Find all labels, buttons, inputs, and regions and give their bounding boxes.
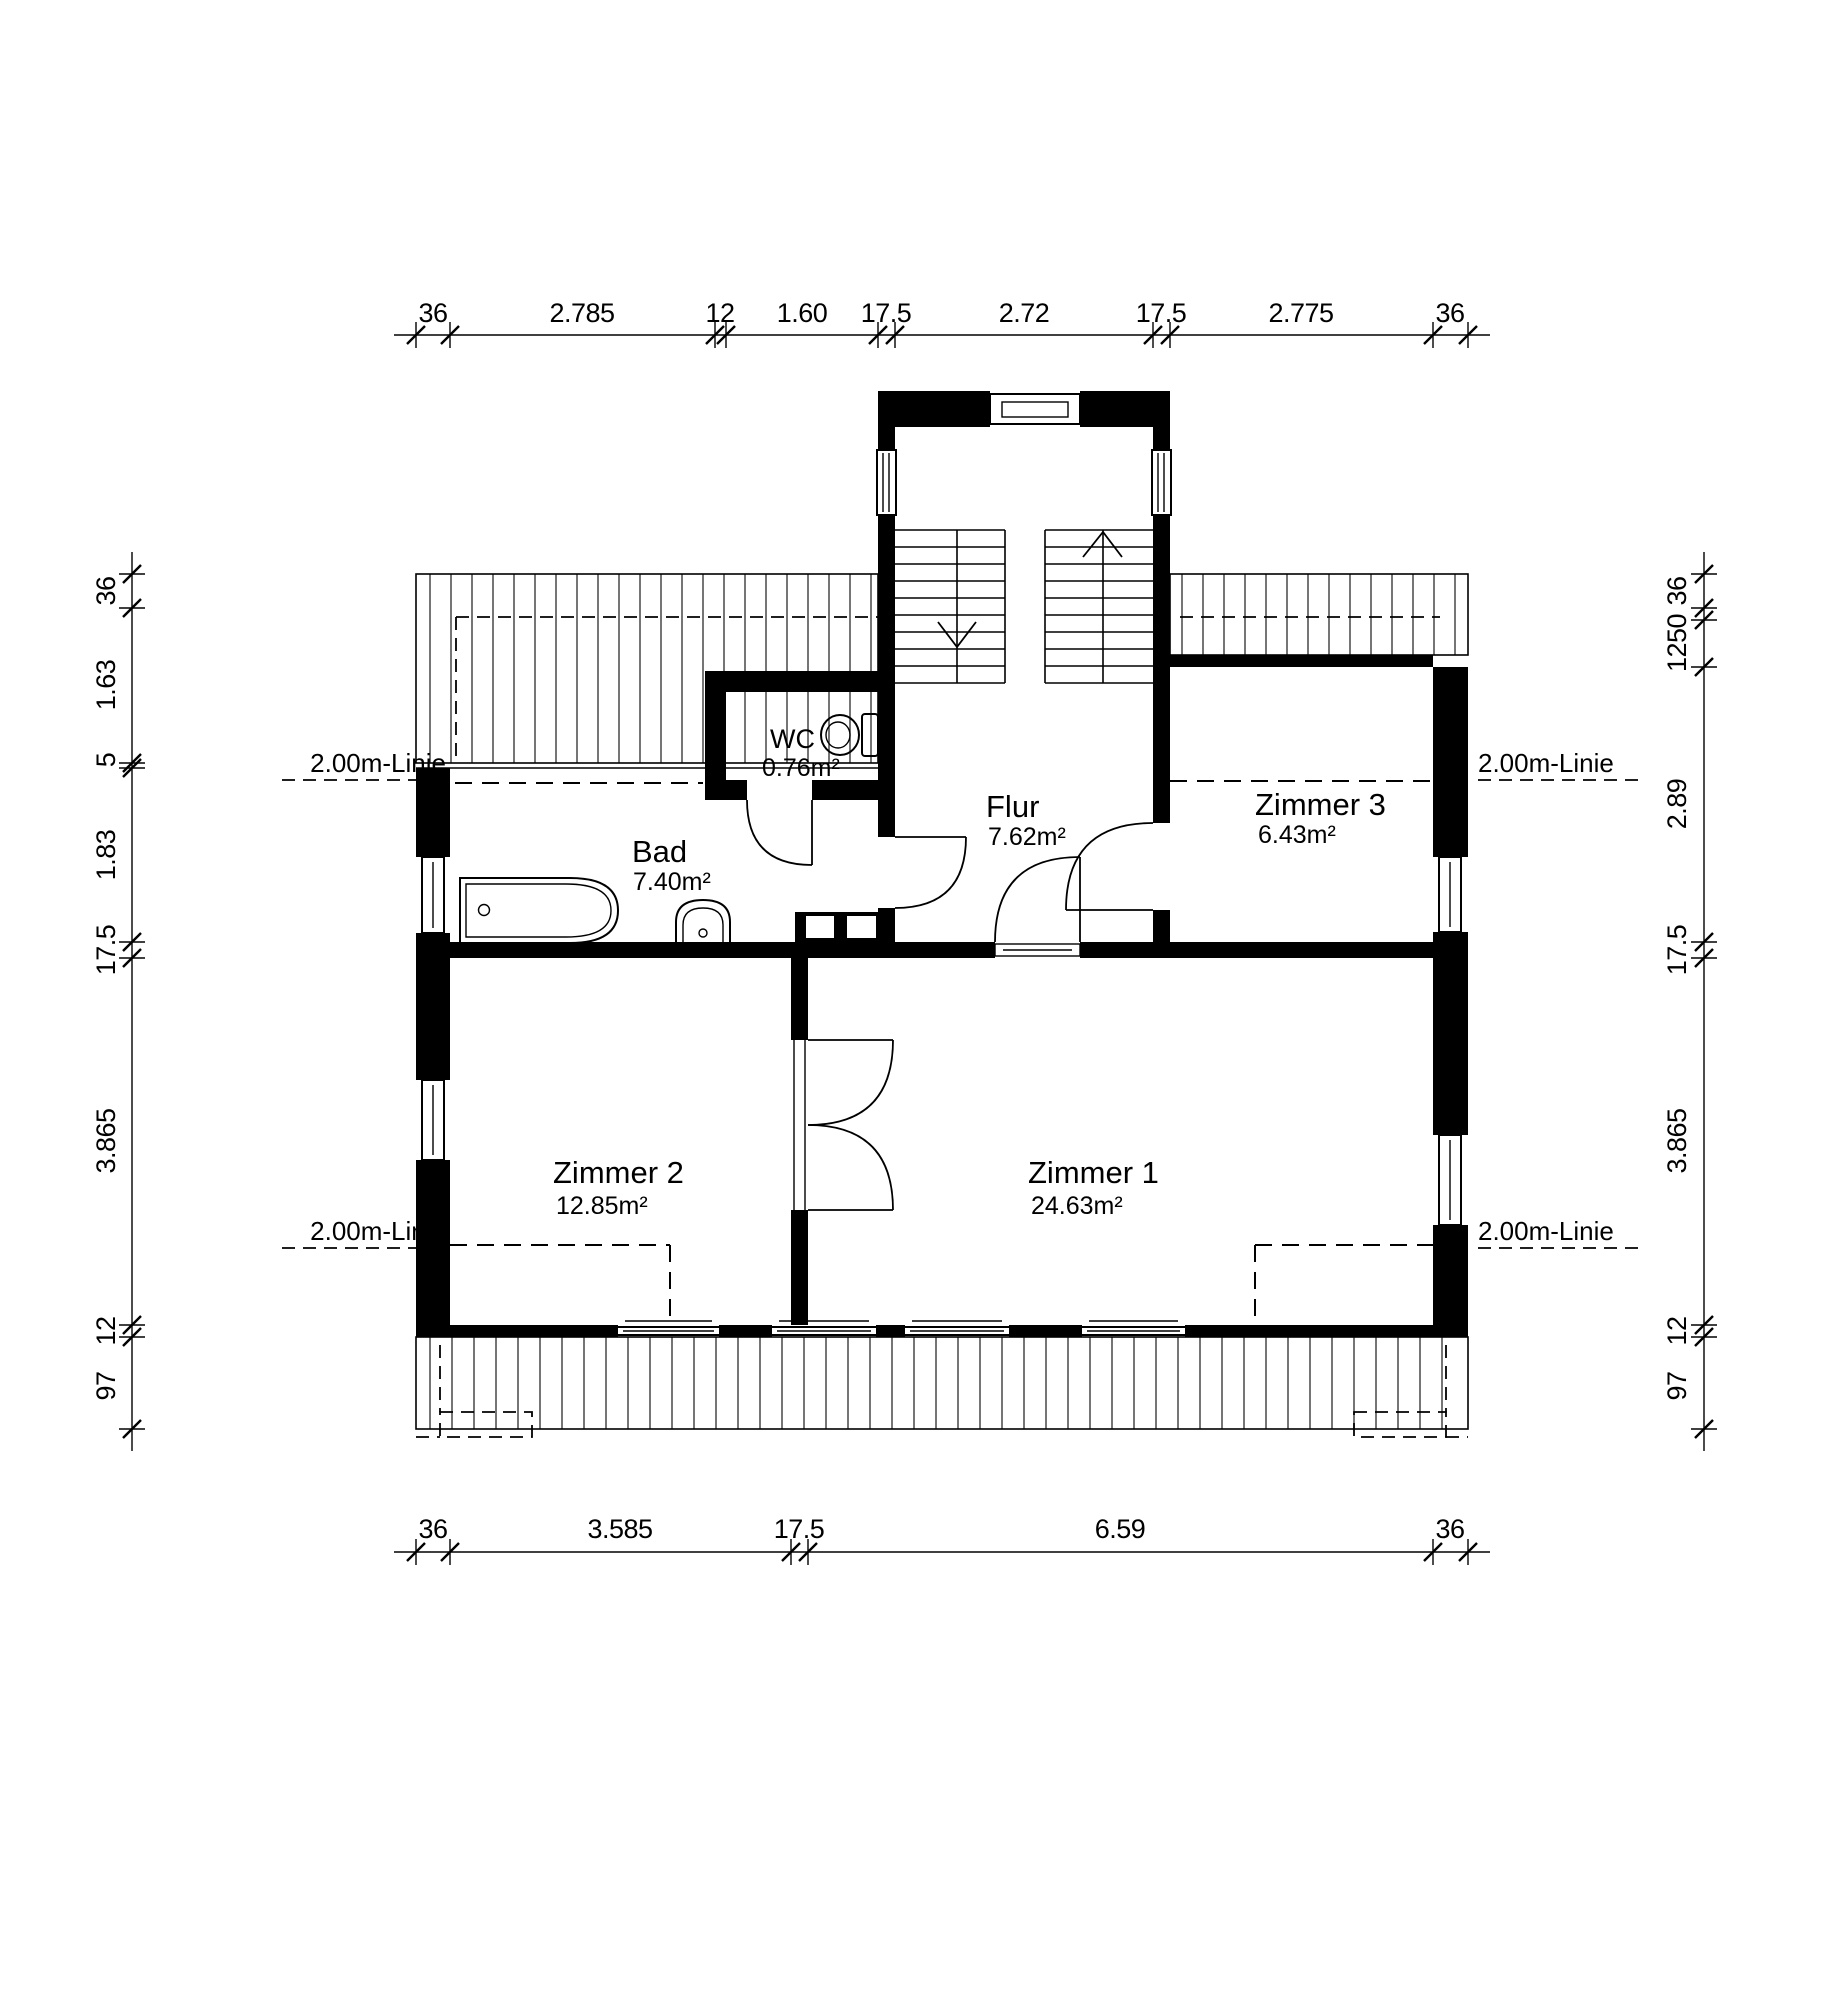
door-flur-zimmer3 (1065, 822, 1154, 911)
dim-left-6: 12 (91, 1316, 121, 1345)
dim-left-3: 1.83 (91, 830, 121, 881)
dim-bottom-2: 17.5 (774, 1514, 825, 1544)
dim-right-3: 17.5 (1662, 925, 1692, 976)
dim-right-0: 36 (1662, 576, 1692, 605)
dim-left-1: 1.63 (91, 660, 121, 711)
chimney-block (795, 912, 886, 942)
dim-top-6: 17.5 (1136, 298, 1187, 328)
dim-top-4: 17.5 (861, 298, 912, 328)
room-area-bad: 7.40m² (633, 868, 711, 896)
dim-right-1: 1250 (1662, 614, 1692, 672)
roof-hatch-bottom (429, 1337, 1443, 1429)
room-area-zimmer2: 12.85m² (556, 1192, 648, 1220)
room-name-zimmer2: Zimmer 2 (553, 1155, 684, 1190)
window-stairwell-top (989, 391, 1081, 427)
stair-arrow-down-icon (937, 621, 977, 649)
window-south-1 (618, 1320, 719, 1336)
room-area-flur: 7.62m² (988, 823, 1066, 851)
dim-right-6: 97 (1662, 1371, 1692, 1400)
dim-chain-left: 36 1.63 5 1.83 17.5 3.865 12 97 (91, 552, 145, 1451)
staircase (895, 529, 1153, 684)
room-zimmer1: Zimmer 1 24.63m² (1028, 1155, 1159, 1220)
two-meter-line-zimmer2 (450, 1244, 671, 1325)
toilet-icon (820, 713, 879, 757)
dim-left-2: 5 (91, 753, 121, 768)
dim-left-5: 3.865 (91, 1108, 121, 1173)
dim-top-0: 36 (418, 298, 447, 328)
window-stairwell-left (876, 449, 897, 516)
two-meter-label-top-left: 2.00m-Linie (310, 748, 446, 778)
roof-hatch-top-right (1181, 574, 1456, 655)
dim-top-5: 2.72 (999, 298, 1050, 328)
dim-right-4: 3.865 (1662, 1108, 1692, 1173)
two-meter-label-top-right: 2.00m-Linie (1478, 748, 1614, 778)
room-name-flur: Flur (986, 789, 1039, 824)
chimney-dashed-outline-bottom-right (1353, 1345, 1468, 1438)
dim-left-7: 97 (91, 1371, 121, 1400)
dim-top-1: 2.785 (549, 298, 614, 328)
window-south-4 (1082, 1320, 1185, 1336)
window-bad (416, 856, 450, 934)
room-labels: WC 0.76m² Bad 7.40m² Flur 7.62m² Zimmer … (553, 724, 1386, 1220)
room-area-zimmer1: 24.63m² (1031, 1192, 1123, 1220)
dim-top-3: 1.60 (777, 298, 828, 328)
two-meter-label-bottom-left: 2.00m-Linie (310, 1216, 446, 1246)
door-bad-flur (894, 836, 967, 909)
dim-chain-bottom: 36 3.585 17.5 6.59 36 (394, 1514, 1490, 1565)
dim-left-0: 36 (91, 576, 121, 605)
attic-dashed-outline-top-left (455, 616, 878, 763)
dim-bottom-1: 3.585 (587, 1514, 652, 1544)
window-zimmer2 (416, 1079, 450, 1161)
roof-hatch-bottom-border (415, 1336, 1469, 1430)
dim-bottom-4: 36 (1435, 1514, 1464, 1544)
dim-bottom-0: 36 (418, 1514, 447, 1544)
room-zimmer3: Zimmer 3 6.43m² (1255, 787, 1386, 849)
windows (416, 391, 1468, 1336)
dim-left-4: 17.5 (91, 925, 121, 976)
doors (746, 799, 1154, 1211)
dim-chain-top: 36 2.785 12 1.60 17.5 2.72 17.5 2.775 36 (394, 298, 1490, 348)
walls (416, 391, 1468, 1337)
dim-top-7: 2.775 (1268, 298, 1333, 328)
window-south-2 (772, 1320, 876, 1336)
window-stairwell-right (1151, 449, 1172, 516)
two-meter-label-bottom-right: 2.00m-Linie (1478, 1216, 1614, 1246)
window-zimmer3 (1433, 856, 1468, 933)
fixtures (459, 713, 879, 944)
room-wc: WC 0.76m² (762, 724, 840, 782)
bathtub-icon (459, 877, 620, 944)
room-name-zimmer3: Zimmer 3 (1255, 787, 1386, 822)
room-name-zimmer1: Zimmer 1 (1028, 1155, 1159, 1190)
room-name-wc: WC (770, 724, 815, 754)
room-flur: Flur 7.62m² (986, 789, 1066, 851)
sink-icon (675, 898, 731, 943)
double-door-zimmer2-zimmer1 (793, 1039, 894, 1211)
door-flur-zimmer1 (994, 856, 1081, 957)
room-area-zimmer3: 6.43m² (1258, 821, 1336, 849)
room-area-wc: 0.76m² (762, 754, 840, 782)
room-zimmer2: Zimmer 2 12.85m² (553, 1155, 684, 1220)
stair-arrow-up-icon (1082, 530, 1123, 558)
door-wc (746, 799, 813, 866)
window-zimmer1-east (1433, 1134, 1468, 1226)
dim-top-8: 36 (1435, 298, 1464, 328)
window-south-3 (905, 1320, 1009, 1336)
two-meter-line-zimmer1 (1254, 1244, 1433, 1325)
chimney-dashed-outline-bottom-left (416, 1345, 533, 1438)
room-bad: Bad 7.40m² (632, 834, 711, 896)
dim-bottom-3: 6.59 (1095, 1514, 1146, 1544)
dim-chain-right: 36 1250 2.89 17.5 3.865 12 97 (1662, 552, 1717, 1451)
roof-hatch-top-right-border (1169, 573, 1469, 656)
roof-hatch-top-left (429, 574, 872, 763)
dim-top-2: 12 (705, 298, 734, 328)
two-meter-lines: 2.00m-Linie 2.00m-Linie 2.00m-Linie 2.00… (282, 748, 1642, 1325)
dim-right-2: 2.89 (1662, 779, 1692, 830)
room-name-bad: Bad (632, 834, 687, 869)
dim-right-5: 12 (1662, 1316, 1692, 1345)
